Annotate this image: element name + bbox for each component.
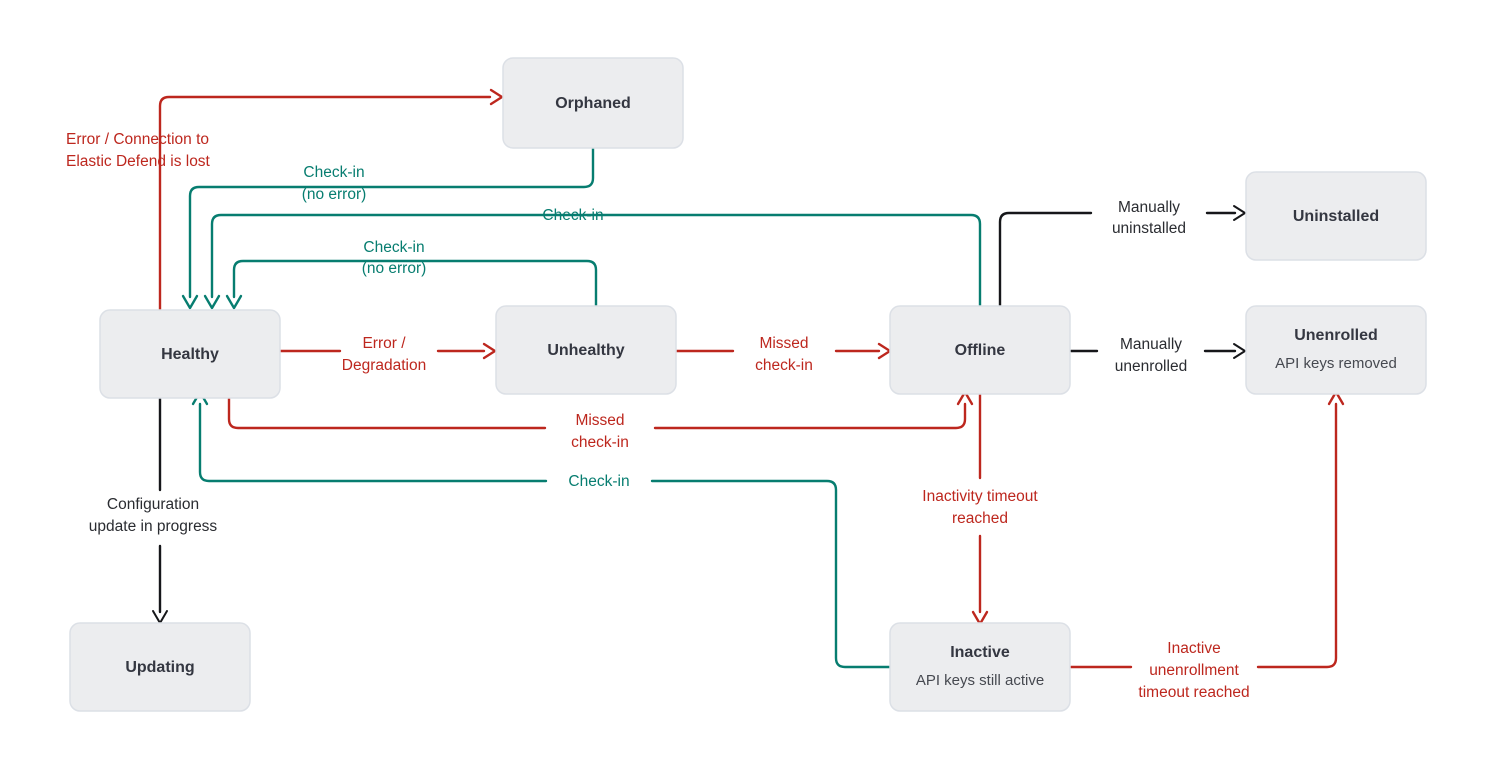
arrowhead	[181, 294, 199, 310]
node-sublabel: API keys removed	[1275, 355, 1397, 372]
edge-label-checkin-noerror-mid-line2: (no error)	[362, 260, 427, 277]
node-uninstalled[interactable]: Uninstalled	[1245, 171, 1427, 261]
edge-offline-to-inactive	[971, 392, 989, 626]
node-sublabel: API keys still active	[916, 672, 1044, 689]
edge-path	[210, 213, 982, 308]
edge-label-inactive-unenrollment-line2: unenrollment	[1149, 662, 1239, 679]
edge-label-error-connection-line2: Elastic Defend is lost	[66, 153, 211, 170]
node-box[interactable]	[495, 305, 677, 395]
edge-label-error-connection-line1: Error / Connection to	[66, 131, 209, 148]
edge-healthy-to-unhealthy	[278, 342, 497, 360]
edge-label-inactivity-timeout-line1: Inactivity timeout	[922, 488, 1038, 505]
edge-label-inactive-unenrollment-line3: timeout reached	[1138, 684, 1249, 701]
edge-label-manually-unenrolled-line2: unenrolled	[1115, 358, 1187, 375]
node-box[interactable]	[889, 305, 1071, 395]
edge-label-configuration-update-line2: update in progress	[89, 518, 218, 535]
arrowhead	[1233, 343, 1246, 359]
edge-label-checkin-offline: Check-in	[542, 207, 603, 224]
arrowhead	[489, 88, 504, 106]
arrowhead	[971, 610, 989, 626]
node-updating[interactable]: Updating	[69, 622, 251, 712]
edge-label-manually-uninstalled-line1: Manually	[1118, 199, 1180, 216]
edge-label-error-degradation-line2: Degradation	[342, 357, 426, 374]
edge-path-left	[227, 396, 547, 430]
edge-offline-to-healthy	[203, 213, 982, 310]
node-orphaned[interactable]: Orphaned	[502, 57, 684, 149]
node-healthy[interactable]: Healthy	[99, 309, 281, 399]
edge-label-missed-checkin-bottom-line2: check-in	[571, 434, 629, 451]
node-unhealthy[interactable]: Unhealthy	[495, 305, 677, 395]
edge-path-right	[653, 402, 967, 430]
edge-label-checkin-noerror-mid-line1: Check-in	[363, 239, 424, 256]
edge-offline-to-uninstalled	[998, 205, 1246, 308]
edge-offline-to-unenrolled	[1069, 343, 1246, 359]
edge-label-manually-uninstalled-line2: uninstalled	[1112, 220, 1186, 237]
node-label: Inactive	[950, 644, 1010, 661]
node-box[interactable]	[502, 57, 684, 149]
edge-label-checkin-noerror-top-line1: Check-in	[303, 164, 364, 181]
arrowhead	[482, 342, 497, 360]
arrowhead	[225, 294, 243, 310]
edge-label-checkin-noerror-top-line2: (no error)	[302, 186, 367, 203]
arrowhead	[877, 342, 892, 360]
node-box[interactable]	[1245, 305, 1427, 395]
edge-label-inactivity-timeout-line2: reached	[952, 510, 1008, 527]
edge-path-right	[650, 479, 892, 669]
node-box[interactable]	[1245, 171, 1427, 261]
edge-path	[232, 259, 598, 308]
node-label: Unhealthy	[547, 342, 624, 359]
edge-label-inactive-unenrollment-line1: Inactive	[1167, 640, 1220, 657]
edge-label-missed-checkin-bottom-line1: Missed	[575, 412, 624, 429]
edge-path-left	[998, 211, 1093, 308]
edge-path	[188, 146, 595, 299]
node-box[interactable]	[99, 309, 281, 399]
edge-healthy-to-orphaned	[158, 88, 504, 312]
node-unenrolled[interactable]: Unenrolled API keys removed	[1245, 305, 1427, 395]
edge-path-right	[1256, 402, 1338, 669]
edge-path-left	[198, 402, 548, 483]
edge-label-manually-unenrolled-line1: Manually	[1120, 336, 1182, 353]
node-box[interactable]	[69, 622, 251, 712]
arrowhead	[203, 294, 221, 310]
edge-label-checkin-inactive: Check-in	[568, 473, 629, 490]
node-label: Offline	[955, 342, 1006, 359]
node-inactive[interactable]: Inactive API keys still active	[889, 622, 1071, 712]
edge-label-configuration-update-line1: Configuration	[107, 496, 199, 513]
node-label: Unenrolled	[1294, 327, 1378, 344]
node-label: Healthy	[161, 346, 219, 363]
node-box[interactable]	[889, 622, 1071, 712]
edge-inactive-to-unenrolled	[1069, 390, 1345, 669]
node-label: Updating	[125, 659, 194, 676]
node-label: Orphaned	[555, 95, 631, 112]
edge-label-missed-checkin-top-line2: check-in	[755, 357, 813, 374]
edge-path	[158, 95, 492, 312]
node-offline[interactable]: Offline	[889, 305, 1071, 395]
edge-label-missed-checkin-top-line1: Missed	[759, 335, 808, 352]
node-label: Uninstalled	[1293, 208, 1379, 225]
edge-inactive-to-healthy	[191, 390, 892, 669]
edge-orphaned-to-healthy	[181, 146, 595, 310]
arrowhead	[1233, 205, 1246, 221]
edge-label-error-degradation-line1: Error /	[362, 335, 406, 352]
edge-unhealthy-to-healthy	[225, 259, 598, 310]
